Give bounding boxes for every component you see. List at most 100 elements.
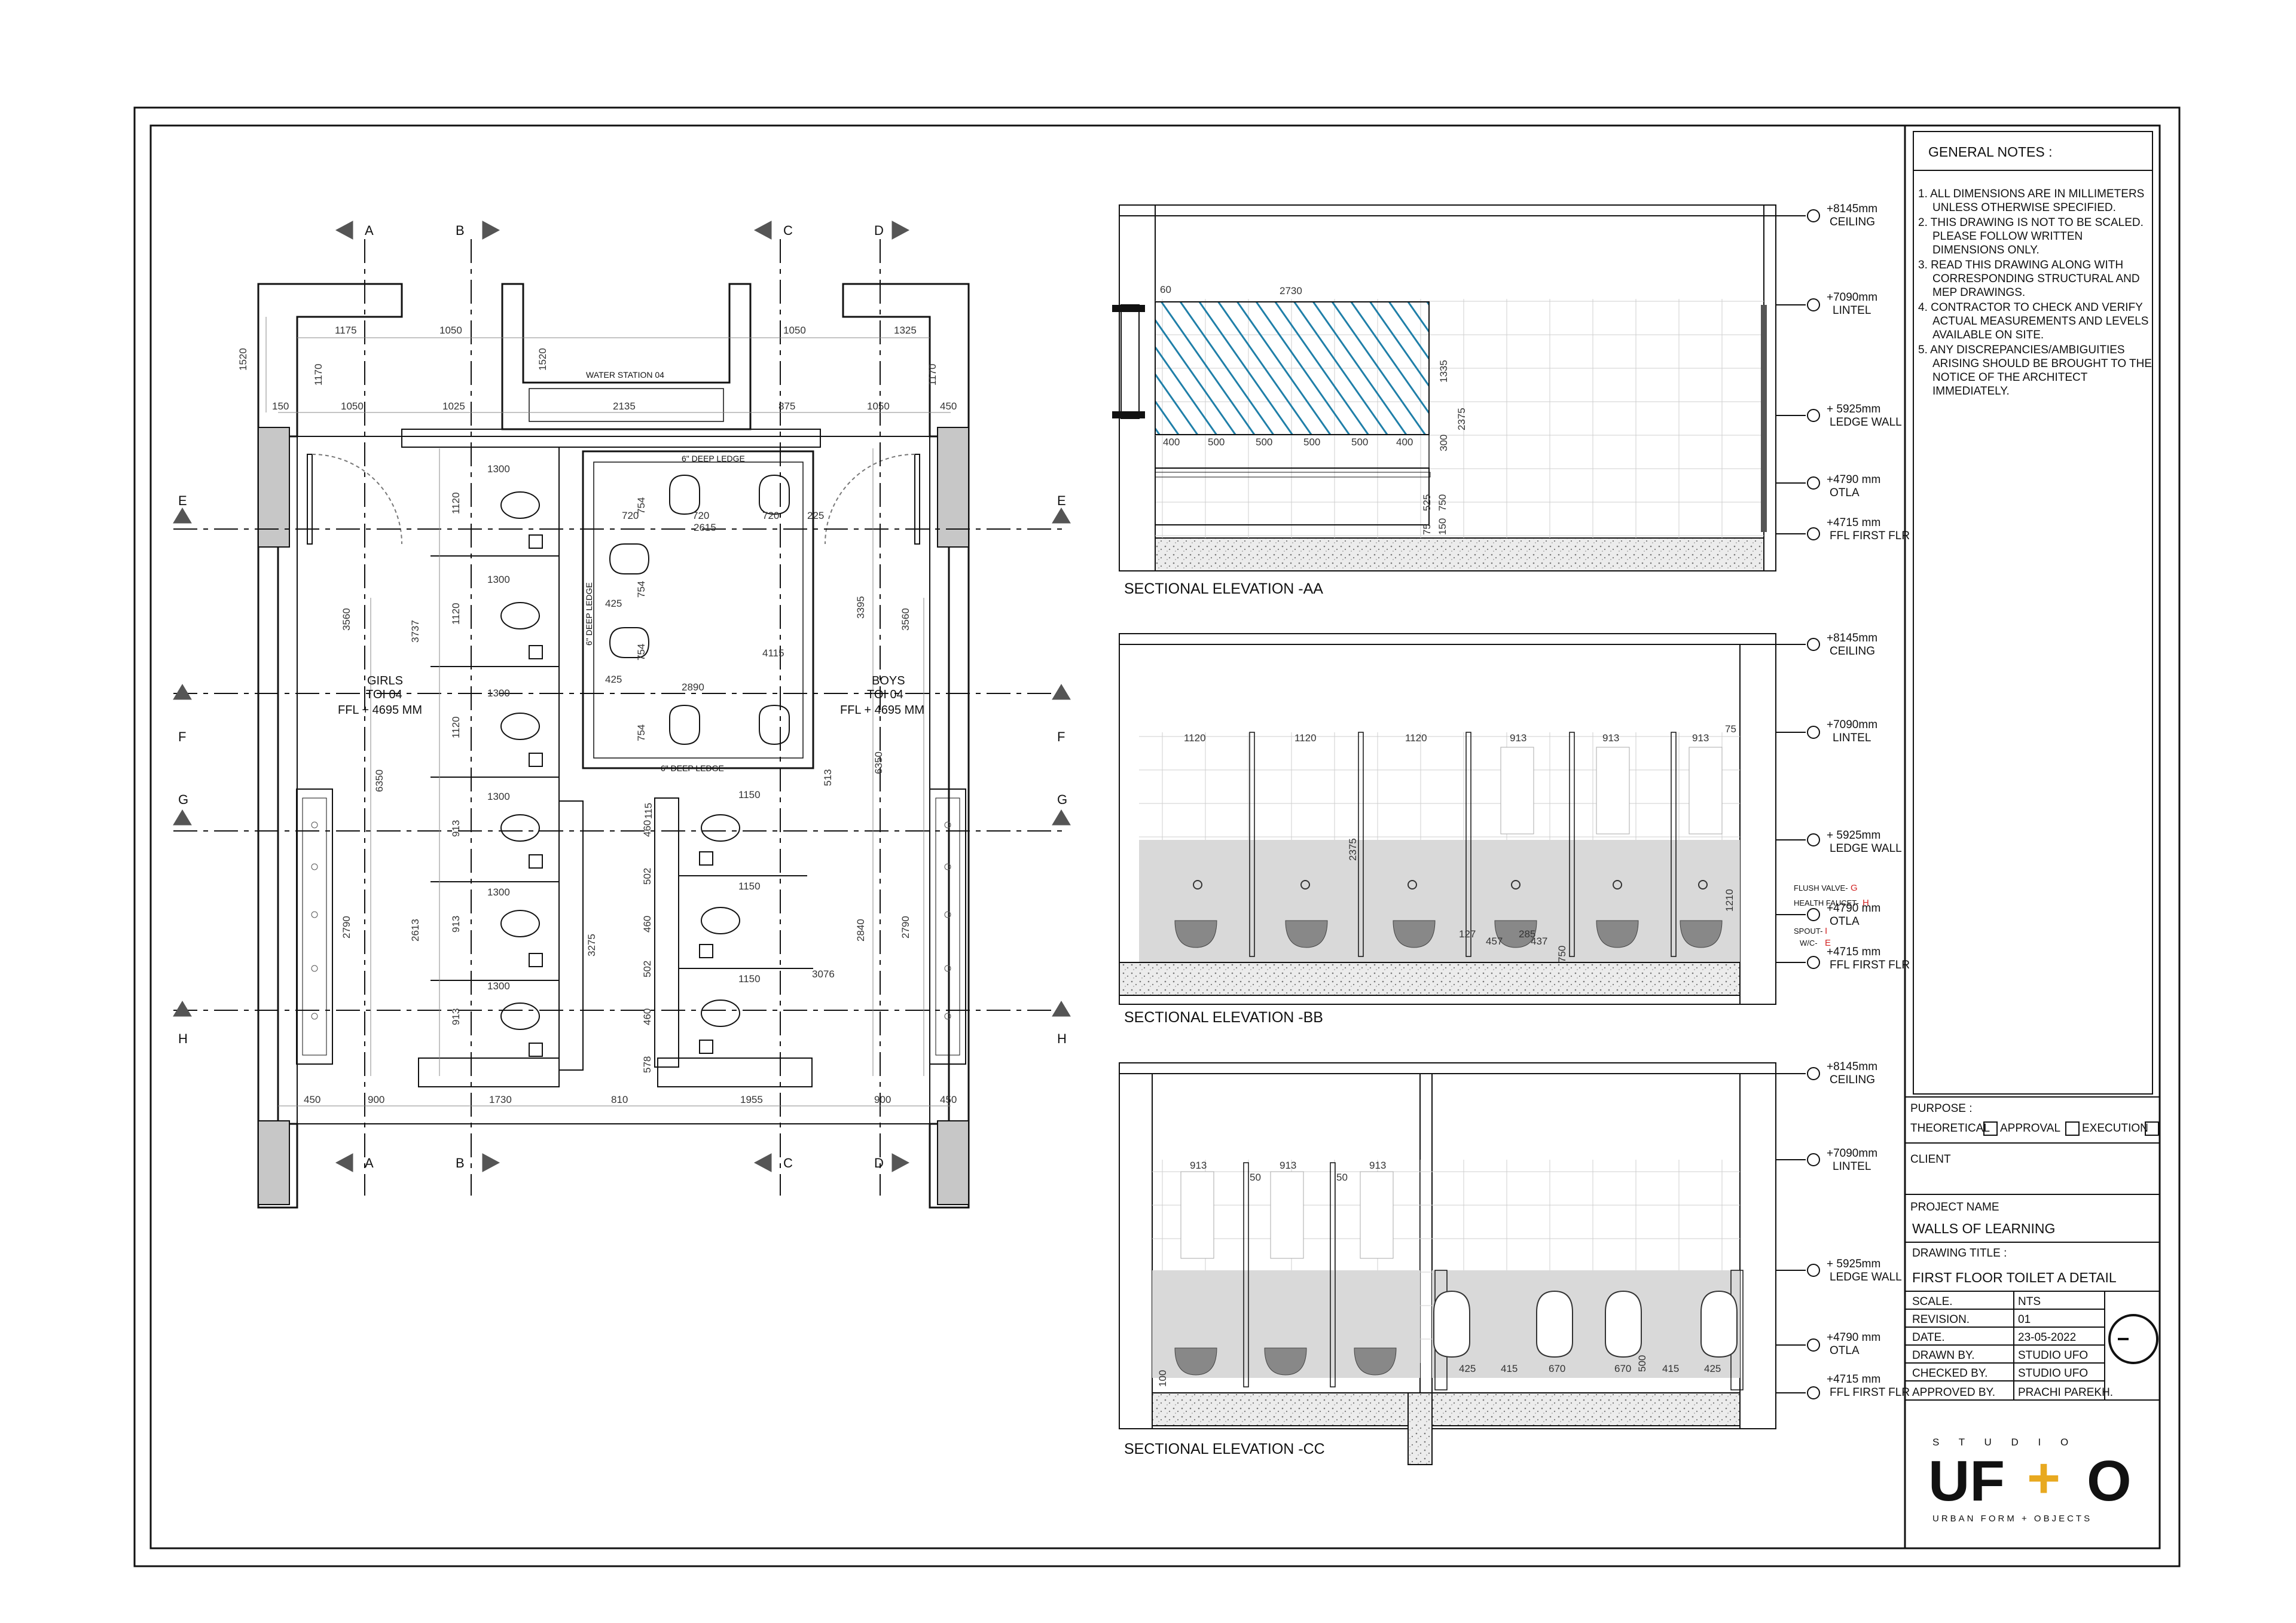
note-line: PLEASE FOLLOW WRITTEN [1932, 230, 2083, 243]
dim: 1150 [738, 881, 761, 892]
dim: 450 [940, 401, 957, 412]
dim: 1120 [1405, 732, 1427, 744]
general-notes: GENERAL NOTES : 1. ALL DIMENSIONS ARE IN… [1913, 131, 2153, 1095]
level-name: LINTEL [1833, 304, 1871, 317]
dim: 2375 [1456, 408, 1467, 430]
dim: 750 [1437, 494, 1448, 511]
purpose-option-execution[interactable]: EXECUTION [2082, 1122, 2148, 1135]
level-name: CEILING [1830, 645, 1875, 658]
revision-value: 01 [2018, 1313, 2031, 1326]
dim: 913 [1369, 1160, 1386, 1171]
dim: 2730 [1280, 285, 1302, 297]
level-value: +7090mm [1827, 291, 1877, 304]
dim: 1050 [341, 401, 364, 412]
dim: 1300 [487, 980, 510, 992]
dim: 2375 [1347, 838, 1358, 861]
inner-border [149, 124, 2161, 1549]
dim: 1730 [489, 1094, 512, 1105]
ledge-side-label: 6" DEEP LEDGE [584, 582, 594, 646]
dim: 2613 [410, 919, 421, 942]
dim: 1300 [487, 687, 510, 699]
dim: 425 [1704, 1363, 1721, 1374]
dim: 1150 [738, 973, 761, 985]
dim: 1300 [487, 887, 510, 898]
level-name: FFL FIRST FLR [1830, 530, 1910, 542]
dim: 300 [1438, 435, 1449, 451]
dim: 1300 [487, 574, 510, 585]
dim: 415 [1662, 1363, 1679, 1374]
note-line: 1. ALL DIMENSIONS ARE IN MILLIMETERS [1918, 188, 2144, 200]
dim: 720 [692, 510, 709, 521]
grid-label-g-right: G [1057, 792, 1067, 807]
grid-label-e-right: E [1057, 493, 1066, 508]
dim: 500 [1256, 436, 1272, 448]
level-value: +4715 mm [1827, 1373, 1880, 1386]
level-value: +8145mm [1827, 203, 1877, 215]
purpose-option-approval[interactable]: APPROVAL [2000, 1122, 2060, 1135]
date-label: DATE. [1912, 1331, 1945, 1344]
dim: 670 [1614, 1363, 1631, 1374]
logo-studio: S T U D I O [1932, 1436, 2077, 1448]
dim: 754 [636, 644, 647, 661]
dim: 3275 [586, 934, 597, 956]
dim: 502 [642, 961, 653, 977]
level-name: OTLA [1830, 1344, 1860, 1357]
dim: 225 [807, 510, 824, 521]
purpose-checkbox-approval[interactable] [2065, 1121, 2080, 1136]
ledge-bottom-label: 6" DEEP LEDGE [661, 763, 724, 773]
purpose-checkbox-theoretical[interactable] [1983, 1121, 1998, 1136]
note-line: 3. READ THIS DRAWING ALONG WITH [1918, 259, 2123, 271]
grid-label-d-top: D [874, 223, 884, 238]
boys-room-name: BOYS [872, 674, 905, 687]
note-line: ARISING SHOULD BE BROUGHT TO THE [1932, 357, 2152, 370]
level-markers [1776, 209, 1820, 1399]
level-name: LINTEL [1833, 1160, 1871, 1173]
dim: 670 [1549, 1363, 1565, 1374]
purpose-checkbox-execution[interactable] [2145, 1121, 2159, 1136]
dim: 1050 [439, 325, 462, 336]
note-line: 4. CONTRACTOR TO CHECK AND VERIFY [1918, 301, 2143, 314]
purpose-option-theoretical[interactable]: THEORETICAL [1910, 1122, 1990, 1135]
grid-label-f-right: F [1057, 729, 1065, 744]
note-line: NOTICE OF THE ARCHITECT [1932, 371, 2088, 384]
legend-g: G [1851, 883, 1858, 893]
section-elevation-aa: SECTIONAL ELEVATION -AA 60 2730 400 500 … [1112, 204, 1776, 597]
level-name: OTLA [1830, 915, 1860, 928]
dim: 6350 [873, 751, 884, 774]
dim: 1120 [1294, 732, 1317, 744]
logo-tagline: URBAN FORM + OBJECTS [1932, 1514, 2092, 1524]
grid-label-g-left: G [178, 792, 188, 807]
dim: 400 [1396, 436, 1413, 448]
legend-spout: SPOUT- [1794, 927, 1822, 936]
boys-room-code: TOI 04 [867, 688, 903, 701]
dim: 2615 [694, 522, 716, 533]
dim: 3560 [341, 608, 352, 631]
grid-label-a-bottom: A [365, 1156, 374, 1170]
dim: 3395 [855, 596, 866, 619]
dim: 150 [272, 401, 289, 412]
legend-health-faucet: HEALTH FAUCET- [1794, 898, 1859, 907]
grid-label-a-top: A [365, 223, 374, 238]
dim: 810 [611, 1094, 628, 1105]
dim: 1175 [335, 325, 357, 336]
dim: 720 [762, 510, 779, 521]
grid-label-c-bottom: C [783, 1156, 793, 1170]
level-value: + 5925mm [1827, 1258, 1880, 1270]
dim: 100 [1157, 1370, 1168, 1387]
level-value: +4790 mm [1827, 473, 1880, 486]
level-value: + 5925mm [1827, 829, 1880, 842]
dim: 3076 [812, 968, 835, 980]
girls-room-name: GIRLS [367, 674, 403, 687]
boys-room-ffl: FFL + 4695 MM [840, 704, 924, 717]
dim: 578 [642, 1056, 653, 1073]
dim: 913 [1280, 1160, 1296, 1171]
elevation-aa-title: SECTIONAL ELEVATION -AA [1124, 580, 1323, 597]
dim: 6350 [374, 769, 385, 792]
dim: 525 [1421, 494, 1433, 511]
dim: 913 [450, 820, 462, 837]
dim: 460 [642, 820, 653, 837]
dim: 75 [1421, 524, 1433, 535]
level-name: LINTEL [1833, 732, 1871, 744]
dim: 1050 [867, 401, 890, 412]
grid-label-c-top: C [783, 223, 793, 238]
